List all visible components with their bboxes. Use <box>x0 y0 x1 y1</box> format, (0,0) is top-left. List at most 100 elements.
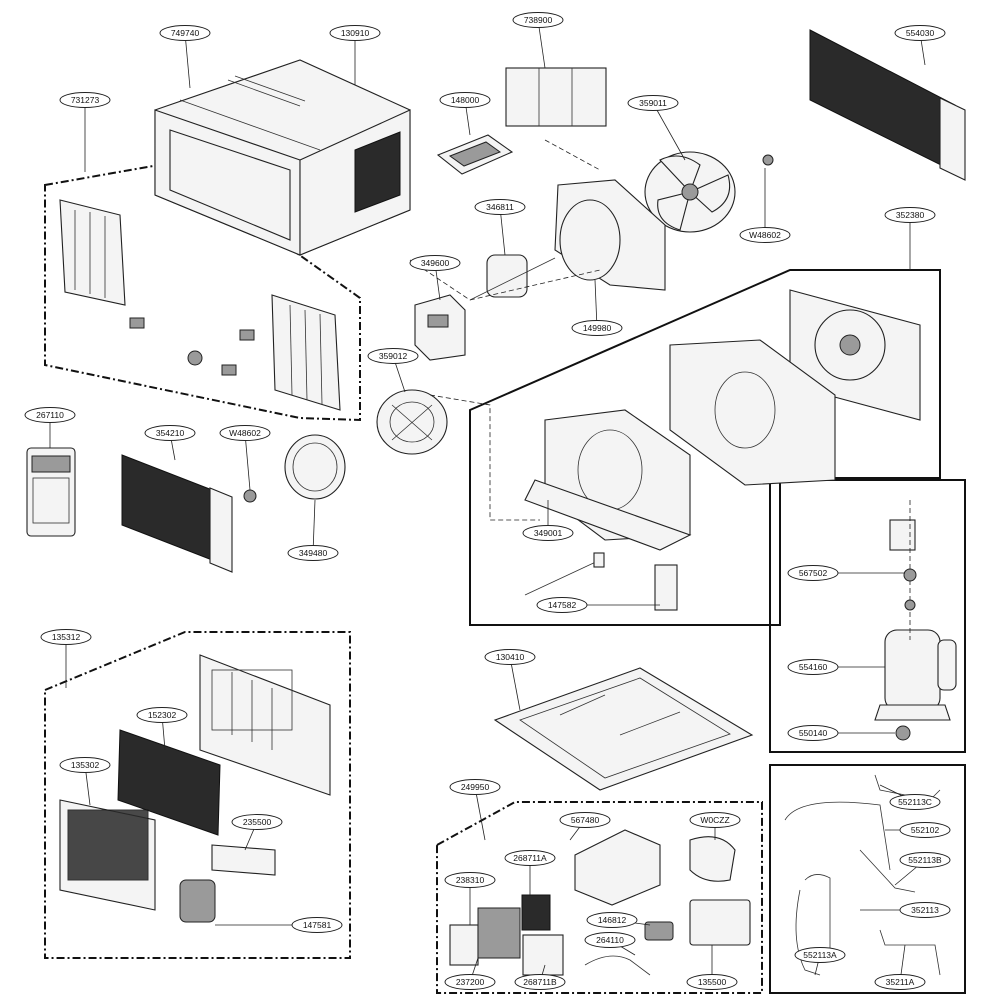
callout-bubble <box>787 659 839 675</box>
callout-146812: 146812 <box>586 912 651 928</box>
callout-552113b: 552113B <box>894 852 951 886</box>
callout-552113c: 552113C <box>879 784 941 810</box>
callout-bubble <box>874 974 926 990</box>
side-curtain-part <box>59 199 341 411</box>
part-number-label: 731273 <box>71 95 100 105</box>
part-number-label: 349600 <box>421 258 450 268</box>
callout-152302: 152302 <box>136 707 188 751</box>
part-number-label: 135500 <box>698 977 727 987</box>
callout-w0czz: W0CZZ <box>689 812 741 840</box>
callout-bubble <box>409 255 461 271</box>
callout-bubble <box>536 597 588 613</box>
side-curtain-group-frame <box>44 161 361 422</box>
control-parts <box>449 829 751 976</box>
part-number-label: 148000 <box>451 95 480 105</box>
part-number-label: 146812 <box>598 915 627 925</box>
part-number-label: 268711A <box>513 853 547 863</box>
callout-352380: 352380 <box>884 207 936 270</box>
callout-267110: 267110 <box>24 407 76 448</box>
callout-bubble <box>40 629 92 645</box>
callout-135302: 135302 <box>59 757 111 806</box>
callout-354210: 354210 <box>144 425 196 461</box>
callout-bubble <box>59 757 111 773</box>
callout-leader-line <box>474 786 486 841</box>
part-number-label: 352113 <box>911 905 939 915</box>
callout-552102: 552102 <box>885 822 951 838</box>
callout-bubble <box>686 974 738 990</box>
callout-layer: 749740 130910 738900 554030 731273 148000 3590… <box>24 12 951 990</box>
outdoor-fan-part <box>644 151 774 233</box>
part-number-label: W0CZZ <box>700 815 729 825</box>
part-number-label: 567480 <box>571 815 600 825</box>
compressor-part <box>874 500 957 741</box>
callout-567502: 567502 <box>787 565 905 581</box>
part-number-label: 550140 <box>799 728 828 738</box>
callout-359012: 359012 <box>367 348 419 393</box>
bracket-part <box>436 134 514 175</box>
part-number-label: 554160 <box>799 662 828 672</box>
piping-group-frame <box>769 764 966 994</box>
blower-wheel-part <box>376 389 448 455</box>
part-number-label: 268711B <box>523 977 557 987</box>
callout-bubble <box>571 320 623 336</box>
callout-149980: 149980 <box>571 279 623 336</box>
orifice-ring-part <box>284 434 346 500</box>
part-number-label: 552113A <box>803 950 837 960</box>
callout-749740: 749740 <box>159 25 211 89</box>
cabinet-part <box>154 59 411 256</box>
part-number-label: 354210 <box>156 428 185 438</box>
refrigerant-piping-part <box>784 774 941 976</box>
part-number-label: 554030 <box>906 28 935 38</box>
callout-bubble <box>367 348 419 364</box>
callout-359011: 359011 <box>627 95 686 161</box>
callout-731273: 731273 <box>59 92 111 172</box>
callout-leader-line <box>594 279 598 329</box>
control-group-frame <box>436 801 763 994</box>
callout-148000: 148000 <box>439 92 491 136</box>
callout-135500: 135500 <box>686 945 738 990</box>
part-number-label: 359011 <box>639 98 667 108</box>
part-number-label: 352380 <box>896 210 925 220</box>
part-number-label: 130910 <box>341 28 370 38</box>
callout-bubble <box>899 822 951 838</box>
callout-bubble <box>787 725 839 741</box>
callout-35211a: 35211A <box>874 944 926 990</box>
fan-shroud-part <box>554 179 666 291</box>
callout-leader-line <box>537 19 546 69</box>
part-number-label: 264110 <box>596 935 624 945</box>
front-grille-group-frame <box>44 631 351 959</box>
callout-567480: 567480 <box>559 812 611 841</box>
front-grille-part <box>59 654 331 923</box>
callout-249950: 249950 <box>449 779 501 841</box>
part-number-label: 130410 <box>496 652 525 662</box>
part-number-label: 149980 <box>583 323 612 333</box>
base-pan-part <box>493 667 754 791</box>
callout-349001: 349001 <box>522 500 574 541</box>
part-number-label: 552113B <box>908 855 942 865</box>
part-number-label: 349480 <box>299 548 328 558</box>
callout-135312: 135312 <box>40 629 92 688</box>
callout-bubble <box>439 92 491 108</box>
panel-set-part <box>505 67 607 127</box>
compressor-group-frame <box>769 479 966 753</box>
callout-bubble <box>24 407 76 423</box>
callout-268711a: 268711A <box>504 850 556 895</box>
callout-bubble <box>689 812 741 828</box>
part-number-label: 237200 <box>456 977 485 987</box>
part-number-label: W48602 <box>749 230 781 240</box>
louver-grid <box>67 809 149 881</box>
callout-147581: 147581 <box>215 917 343 933</box>
callout-w48602-left: W48602 <box>219 425 271 491</box>
callout-bubble <box>559 812 611 828</box>
part-number-label: 238310 <box>456 875 485 885</box>
callout-leader-line <box>509 656 521 711</box>
part-number-label: 267110 <box>36 410 64 420</box>
callout-264110: 264110 <box>584 932 636 956</box>
remote-control-part <box>26 447 76 537</box>
callout-352113: 352113 <box>860 902 951 918</box>
condenser-coil-part <box>809 29 966 181</box>
callout-bubble <box>889 794 941 810</box>
part-number-label: 738900 <box>524 15 553 25</box>
